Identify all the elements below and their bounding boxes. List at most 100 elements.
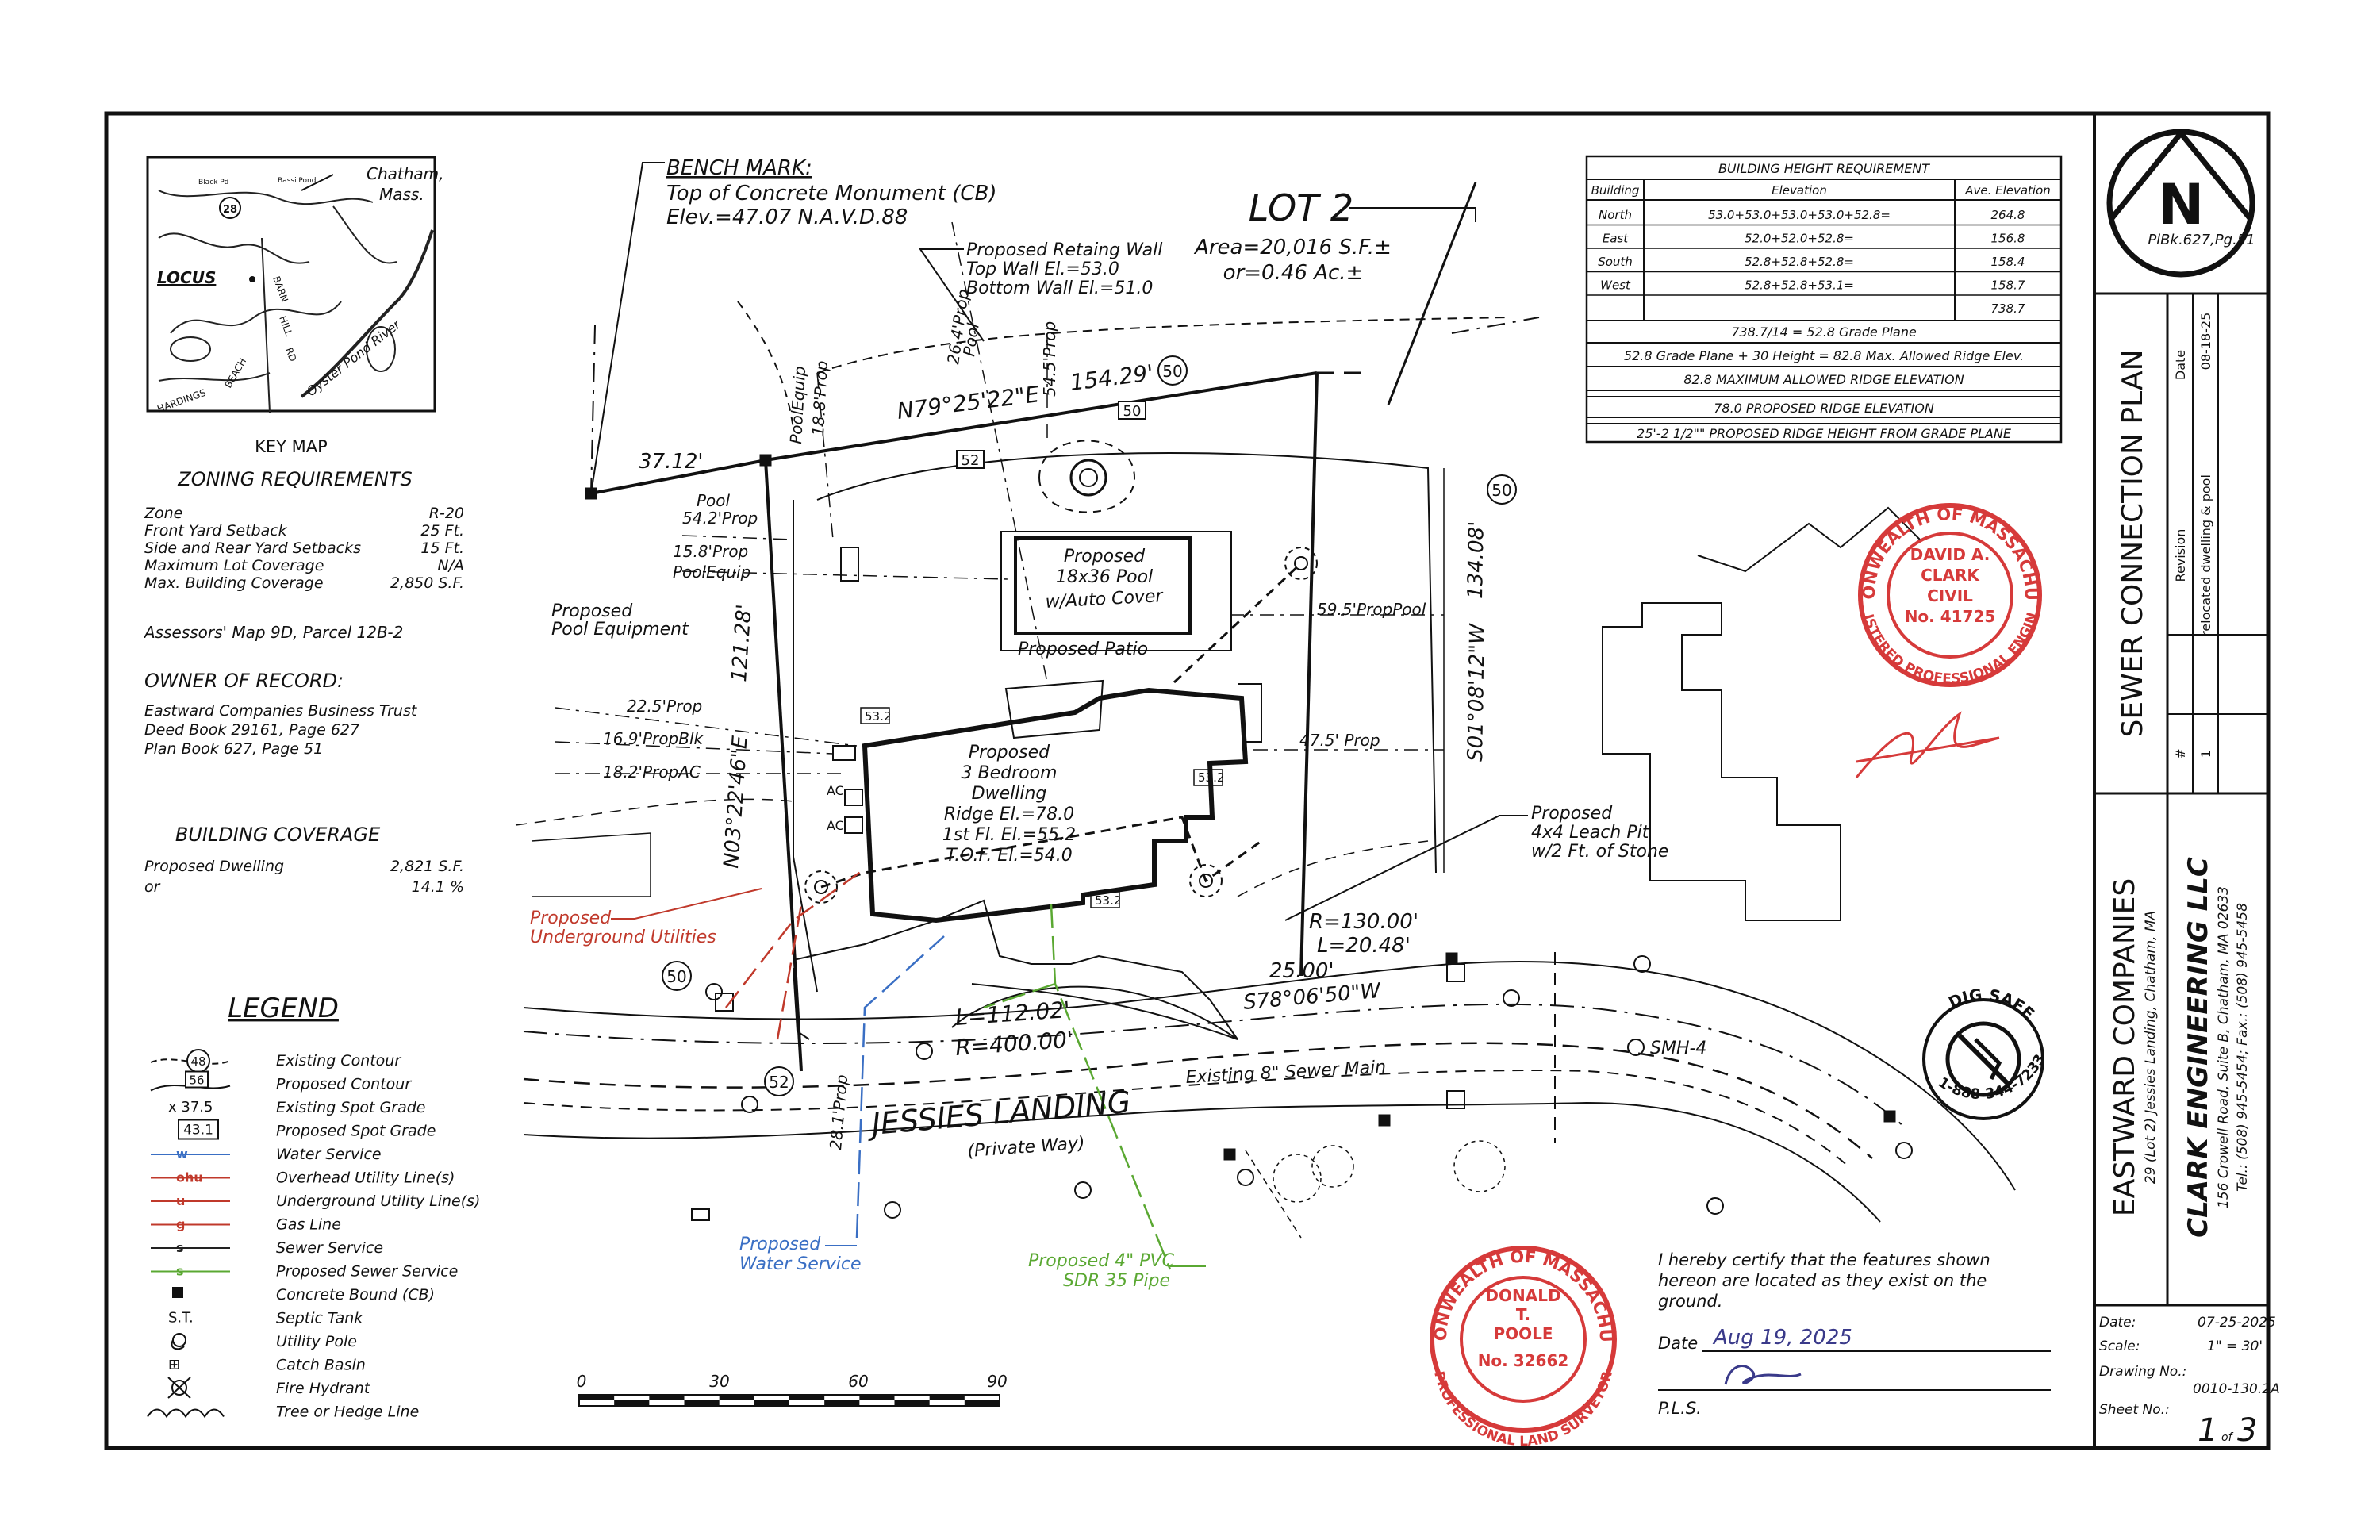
engineer-stamp-number: No. 41725 <box>1905 607 1996 626</box>
lot-line-west <box>764 459 803 1072</box>
legend-symbol: x 37.5 <box>168 1099 213 1116</box>
height-header: Elevation <box>1772 183 1827 198</box>
pool-size: 18x36 Pool <box>1056 567 1153 587</box>
dwelling-line-5: 1st Fl. El.=55.2 <box>942 825 1076 845</box>
key-map-state: Mass. <box>379 185 424 204</box>
patio-label: Proposed Patio <box>1018 639 1148 659</box>
sewer-pipe-line-2: SDR 35 Pipe <box>1063 1271 1170 1291</box>
coverage-value-2: 14.1 % <box>412 878 464 896</box>
arc-length: L=112.02' <box>954 997 1071 1031</box>
surveyor-stamp-name3: POOLE <box>1493 1324 1553 1343</box>
legend-label: Concrete Bound (CB) <box>276 1286 435 1304</box>
height-cell: 264.8 <box>1991 208 2025 222</box>
dwelling-footprint <box>862 687 1249 924</box>
site-labels: BENCH MARK: Top of Concrete Monument (CB… <box>530 156 1706 1291</box>
key-map-road-barn: BARN <box>271 275 290 304</box>
legend-symbol: w <box>176 1146 188 1162</box>
key-map-locus: LOCUS <box>157 268 216 287</box>
legend-item: Tree or Hedge Line <box>147 1404 419 1421</box>
west-distance: 121.28' <box>727 604 757 683</box>
sewer-main-label: Existing 8" Sewer Main <box>1185 1058 1387 1088</box>
date-value: 07-25-2025 <box>2198 1315 2276 1331</box>
rev-row-desc: relocated dwelling & pool <box>2198 474 2213 636</box>
bench-mark-line1: Top of Concrete Monument (CB) <box>666 182 996 205</box>
zoning-value: N/A <box>437 557 464 574</box>
rev-row-num: 1 <box>2198 750 2213 758</box>
height-header: Ave. Elevation <box>1964 183 2051 198</box>
owner-line-2: Deed Book 29161, Page 627 <box>144 721 359 739</box>
utility-lines <box>725 867 1172 1270</box>
legend-label: Utility Pole <box>276 1333 357 1350</box>
tree-line-icon <box>147 1408 225 1419</box>
owner-line-3: Plan Book 627, Page 51 <box>144 740 323 758</box>
legend-label: Overhead Utility Line(s) <box>276 1169 455 1187</box>
contour-50-d: 50 <box>666 967 686 986</box>
dwelling-line-6: T.O.F. El.=54.0 <box>946 846 1072 866</box>
curve-length: L=20.48' <box>1317 934 1411 958</box>
dim-15-8b: PoolEquip <box>673 563 750 582</box>
height-cell: South <box>1598 255 1633 269</box>
rev-row-date: 08-18-25 <box>2198 313 2213 371</box>
key-map: 28 Black Pd Bassi Pond Chatham, Mass. LO… <box>146 156 444 456</box>
engineer-stamp-ring: COMMONWEALTH OF MASSACHUSETTS <box>0 0 2040 601</box>
pool-equip-label2: Pool Equipment <box>551 620 689 639</box>
zoning-title: ZONING REQUIREMENTS <box>177 468 412 490</box>
cert-line-2: hereon are located as they exist on the <box>1658 1271 1987 1290</box>
ac-label-1: AC <box>827 783 844 798</box>
scale-bar: 0 30 60 90 <box>577 1372 1008 1407</box>
dwelling-line-1: Proposed <box>969 743 1050 762</box>
front-setback: 25.00' <box>1269 959 1334 983</box>
contour-50-c: 50 <box>1491 481 1511 500</box>
concrete-bound <box>1378 1114 1391 1127</box>
coverage-label-2: or <box>144 878 161 896</box>
west-bearing: N03°22'46"E <box>720 735 753 869</box>
bench-mark-title: BENCH MARK: <box>666 156 812 180</box>
height-cell: North <box>1599 208 1632 222</box>
legend-symbol: u <box>176 1193 185 1208</box>
height-header: Building <box>1591 183 1640 198</box>
spot-grade-1: 53.2 <box>865 709 891 724</box>
pool-label: Proposed <box>1064 547 1146 566</box>
wall-title: Proposed Retaing Wall <box>966 240 1162 260</box>
surveyor-stamp-name2: T. <box>1516 1305 1530 1324</box>
cert-pls: P.L.S. <box>1658 1399 1702 1418</box>
zoning-label: Max. Building Coverage <box>144 574 324 592</box>
north-arrow: N PlBk.627,Pg.51 <box>2106 129 2255 278</box>
assessors-parcel: Assessors' Map 9D, Parcel 12B-2 <box>143 623 403 642</box>
legend-label: Catch Basin <box>276 1357 366 1374</box>
key-map-river: Oyster Pond River <box>304 316 405 399</box>
scale-tick-60: 60 <box>848 1372 868 1391</box>
certification: I hereby certify that the features shown… <box>1658 1250 2051 1418</box>
contour-50-b: 50 <box>1123 403 1142 420</box>
engineer-stamp-name2: CLARK <box>1921 566 1980 585</box>
height-cell: 738.7 <box>1991 301 2025 316</box>
wall-top: Top Wall El.=53.0 <box>966 259 1119 279</box>
zoning-value: 15 Ft. <box>420 540 464 557</box>
fire-hydrant-icon <box>171 1380 187 1396</box>
pool-cover: w/Auto Cover <box>1045 586 1165 613</box>
proposed-water-service <box>855 935 945 1239</box>
road-edge-north <box>523 961 2016 1191</box>
date-label: Date: <box>2099 1315 2136 1331</box>
height-cell: 52.8+52.8+53.1= <box>1745 278 1854 293</box>
coverage-title: BUILDING COVERAGE <box>175 824 381 846</box>
key-map-road-rd: RD <box>283 346 298 363</box>
legend-symbol: ohu <box>176 1170 203 1185</box>
spot-grade-2: 53.2 <box>1198 770 1224 785</box>
dig-safe-logo: DIG SAFE 1-888-344-7233 <box>1922 985 2048 1120</box>
proposed-underground-utilities <box>725 867 866 1008</box>
legend-symbol: ⊞ <box>168 1357 180 1373</box>
height-max: 52.8 Grade Plane + 30 Height = 82.8 Max.… <box>1624 348 2024 363</box>
cert-date-label: Date <box>1658 1334 1698 1353</box>
plan-title: SEWER CONNECTION PLAN <box>2117 349 2149 737</box>
zoning-label: Side and Rear Yard Setbacks <box>144 540 361 557</box>
street-name: JESSIES LANDING <box>865 1085 1132 1143</box>
svg-text:DIG SAFE: DIG SAFE <box>1945 985 2038 1023</box>
dim-18-2: 18.2'PropAC <box>603 762 701 782</box>
leach-line-2: 4x4 Leach Pit <box>1531 823 1650 843</box>
